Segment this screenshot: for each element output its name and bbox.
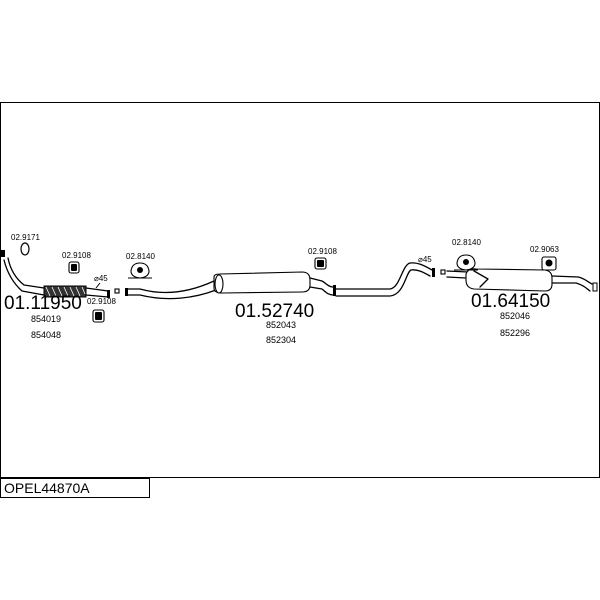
rear-pipe <box>335 262 598 297</box>
rubber-mount-label: 02.9108 <box>62 251 91 260</box>
rear-oem-1: 852046 <box>500 311 530 321</box>
rubber-mount-lower-icon <box>92 309 105 323</box>
rubber-mount-middle-label: 02.9108 <box>308 247 337 256</box>
gasket-icon <box>20 242 30 256</box>
diameter-front-label: ⌀45 <box>94 274 108 283</box>
reference-label: OPEL44870A <box>4 480 90 496</box>
hanger-rear-label: 02.8140 <box>452 238 481 247</box>
diameter-rear-label: ⌀45 <box>418 255 432 264</box>
rubber-mount-icon <box>68 261 80 274</box>
rubber-mount-lower-label: 02.9108 <box>87 297 116 306</box>
hanger-front-label: 02.8140 <box>126 252 155 261</box>
middle-part-number: 01.52740 <box>235 301 314 322</box>
front-part-number: 01.11950 <box>4 293 82 314</box>
rubber-mount-rear-label: 02.9063 <box>530 245 559 254</box>
rubber-mount-rear-icon <box>541 256 557 271</box>
rear-part-number: 01.64150 <box>471 291 550 312</box>
hanger-rear-icon <box>454 254 478 271</box>
front-pipe <box>1 250 120 298</box>
middle-oem-1: 852043 <box>266 320 296 330</box>
gasket-label: 02.9171 <box>11 233 40 242</box>
hanger-front-icon <box>128 262 152 279</box>
reference-box <box>0 478 150 498</box>
rear-oem-2: 852296 <box>500 328 530 338</box>
front-oem-2: 854048 <box>31 330 61 340</box>
middle-pipe <box>125 271 336 300</box>
front-oem-1: 854019 <box>31 314 61 324</box>
middle-oem-2: 852304 <box>266 335 296 345</box>
rubber-mount-middle-icon <box>314 257 327 270</box>
